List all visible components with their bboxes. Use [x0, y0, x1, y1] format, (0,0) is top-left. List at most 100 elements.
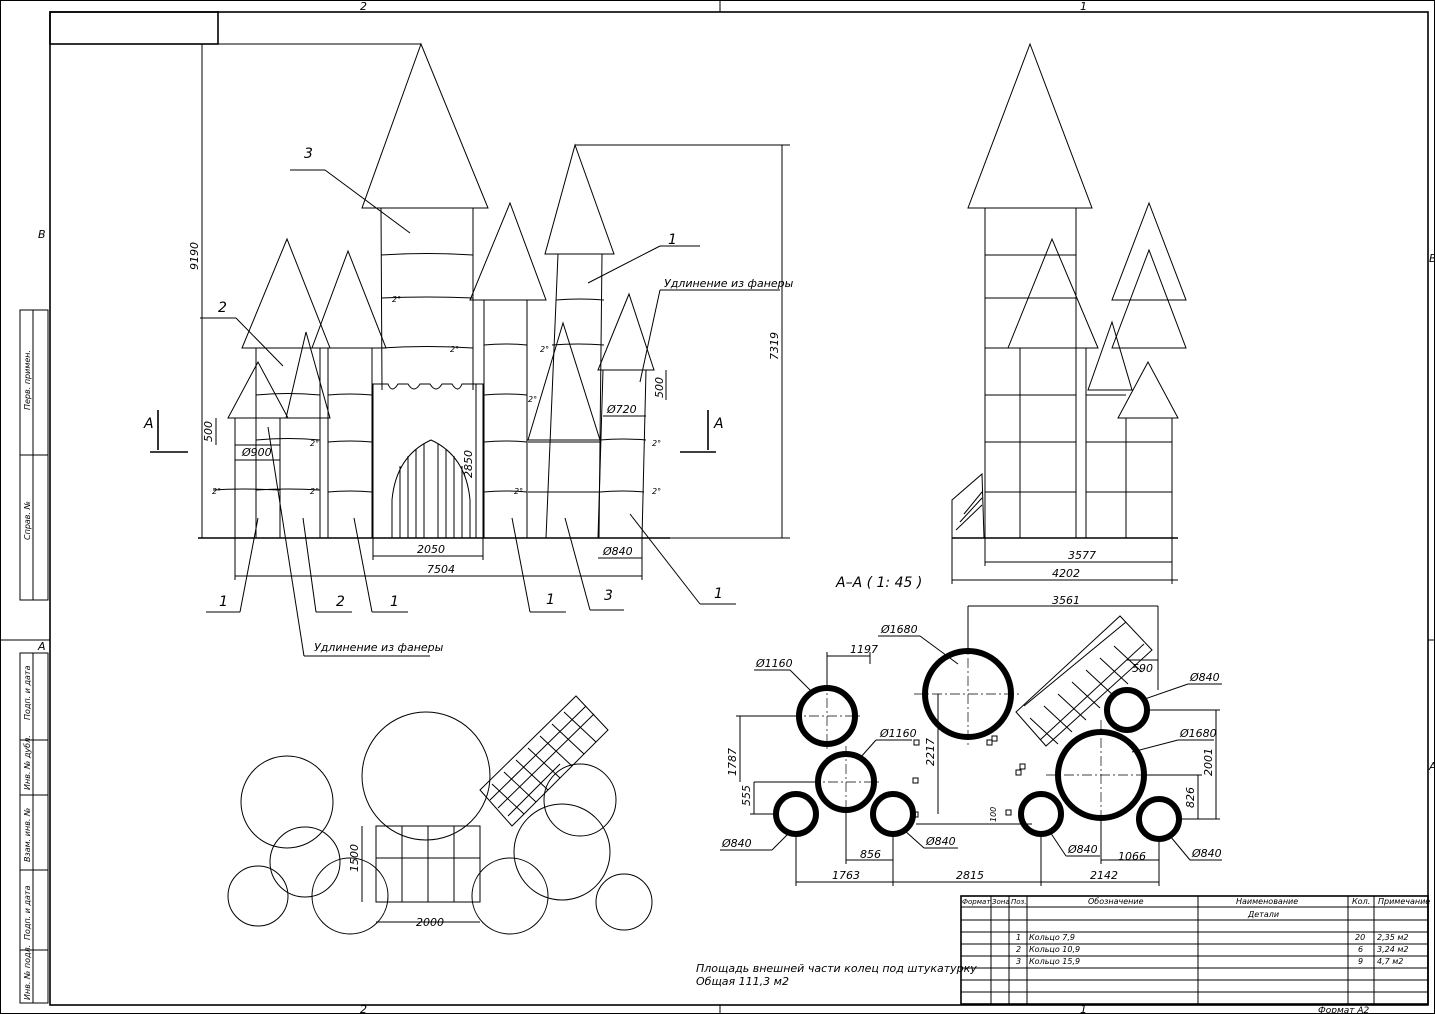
row1-pos: 1 — [1016, 933, 1021, 942]
dim-856: 856 — [860, 848, 881, 861]
stamp-sprav: Справ. № — [23, 501, 32, 540]
dim-7504: 7504 — [427, 563, 455, 576]
section-mark-left: А — [143, 416, 154, 432]
section-title: А–А ( 1: 45 ) — [835, 575, 922, 591]
dim-1763: 1763 — [832, 869, 860, 882]
dim-2000: 2000 — [416, 916, 444, 929]
th-format: Формат — [962, 898, 991, 906]
angle-9: 2° — [652, 487, 661, 496]
angle-4: 2° — [310, 439, 319, 448]
dim-1197: 1197 — [850, 643, 878, 656]
dim-d1680-right: Ø1680 — [1179, 727, 1217, 740]
dim-d840-left: Ø840 — [721, 837, 752, 850]
th-zone: Зона — [992, 898, 1010, 906]
dim-2850: 2850 — [462, 450, 475, 478]
dim-826: 826 — [1184, 787, 1197, 808]
tower-2 — [311, 249, 387, 538]
side-stamp: Перв. примен. Справ. № Подп. и дата Инв.… — [19, 309, 49, 1004]
small-left-tower — [212, 331, 331, 538]
zone-bottom-1: 1 — [1080, 1003, 1087, 1014]
dim-d840-right: Ø840 — [1189, 671, 1220, 684]
right-center-tower — [469, 201, 547, 538]
row2-pos: 2 — [1016, 945, 1021, 954]
spec-table: Формат Зона Поз. Обозначение Наименовани… — [960, 895, 1430, 1005]
dim-d840-br: Ø840 — [1191, 847, 1222, 860]
th-name: Наименование — [1236, 897, 1298, 906]
note-extension-bottom: Удлинение из фанеры — [314, 641, 444, 654]
dim-dia-720: Ø720 — [606, 403, 637, 416]
row1-name: Кольцо 7,9 — [1029, 933, 1075, 942]
far-right-tower — [597, 292, 655, 539]
dim-2050: 2050 — [417, 543, 445, 556]
angle-2: 2° — [450, 345, 459, 354]
dim-500-left: 500 — [202, 421, 215, 442]
dim-dia-900: Ø900 — [241, 446, 272, 459]
th-qty: Кол. — [1352, 897, 1370, 906]
row2-name: Кольцо 10,9 — [1029, 945, 1080, 954]
callout-1-top: 1 — [668, 232, 677, 248]
dim-2815: 2815 — [956, 869, 984, 882]
dim-9190: 9190 — [188, 242, 201, 270]
front-view: 9190 7319 2850 2050 7504 500 500 Ø900 Ø7… — [143, 42, 794, 657]
row1-note: 2,35 м2 — [1377, 933, 1408, 942]
dim-2001: 2001 — [1202, 748, 1215, 776]
dim-2142: 2142 — [1090, 869, 1118, 882]
plan-view: 1500 2000 — [227, 695, 653, 935]
dim-590: 590 — [1132, 662, 1153, 675]
right-tower — [544, 143, 615, 539]
row2-qty: 6 — [1358, 945, 1363, 954]
dim-100: 100 — [989, 807, 998, 822]
dim-3577: 3577 — [1068, 549, 1096, 562]
dim-dia-840: Ø840 — [602, 545, 633, 558]
zone-right-a: A — [1428, 760, 1435, 773]
side-view: 3577 4202 — [951, 42, 1187, 584]
th-designation: Обозначение — [1088, 897, 1144, 906]
stamp-vzam-inv: Взам. инв. № — [23, 808, 32, 862]
dim-500-right: 500 — [653, 377, 666, 398]
callout-1-b4: 1 — [714, 586, 723, 602]
callout-1-b1: 1 — [219, 594, 228, 610]
row3-note: 4,7 м2 — [1377, 957, 1403, 966]
format-label: Формат А2 — [1318, 1006, 1370, 1014]
dim-7319: 7319 — [768, 332, 781, 360]
section-mark-right: А — [713, 416, 724, 432]
dim-1500: 1500 — [348, 844, 361, 872]
zone-left-b: B — [38, 228, 46, 241]
center-tower — [361, 42, 489, 391]
zone-right-b: B — [1429, 252, 1435, 265]
angle-7: 2° — [514, 487, 523, 496]
dim-d1160-b: Ø1160 — [879, 727, 917, 740]
th-pos: Поз. — [1011, 898, 1027, 906]
stamp-podp-data-2: Подп. и дата — [23, 885, 32, 940]
stamp-podp-data-1: Подп. и дата — [23, 665, 32, 720]
dim-2217: 2217 — [924, 738, 937, 766]
row3-qty: 9 — [1358, 957, 1363, 966]
gate-house — [372, 383, 484, 538]
angle-6: 2° — [310, 487, 319, 496]
stamp-inv-podl: Инв. № подл. — [23, 945, 32, 1000]
row3-name: Кольцо 15,9 — [1029, 957, 1080, 966]
row3-pos: 3 — [1016, 957, 1021, 966]
callout-3-top: 3 — [304, 146, 313, 162]
dim-1066: 1066 — [1118, 850, 1146, 863]
row2-note: 3,24 м2 — [1377, 945, 1408, 954]
note-extension-top: Удлинение из фанеры — [664, 277, 794, 290]
row1-qty: 20 — [1355, 933, 1365, 942]
dim-d1160-a: Ø1160 — [755, 657, 793, 670]
callout-3-b: 3 — [604, 588, 613, 604]
dim-1787: 1787 — [726, 748, 739, 776]
dim-3561: 3561 — [1052, 594, 1080, 607]
stamp-perv-primen: Перв. примен. — [23, 350, 32, 410]
zone-top-2: 2 — [360, 0, 367, 13]
zone-bottom-2: 2 — [360, 1003, 367, 1014]
section-view: А–А ( 1: 45 ) — [720, 575, 1222, 886]
note-line-2: Общая 111,3 м2 — [696, 975, 789, 988]
dim-d840-mid: Ø840 — [925, 835, 956, 848]
angle-1: 2° — [392, 295, 401, 304]
callout-1-b3: 1 — [546, 592, 555, 608]
section-details: Детали — [1247, 910, 1279, 919]
callout-2-top: 2 — [218, 300, 227, 316]
angle-8: 2° — [652, 439, 661, 448]
